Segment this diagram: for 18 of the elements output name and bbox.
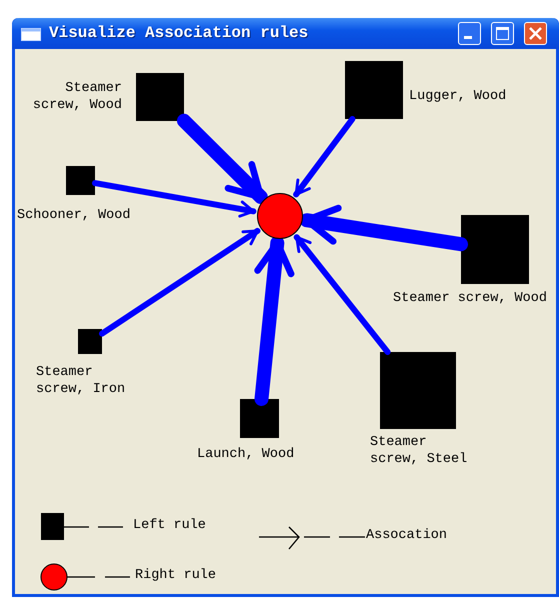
item-label: Steamer screw, Steel: [370, 434, 468, 468]
association-arrow: [177, 114, 268, 204]
association-arrow: [254, 236, 294, 406]
association-arrow: [99, 228, 260, 337]
item-label: Launch, Wood: [197, 446, 296, 463]
window-title: Visualize Association rules: [49, 24, 308, 42]
item-label: Steamer screw, Wood: [393, 290, 548, 307]
legend-label: Right rule: [135, 567, 216, 584]
legend-label: Left rule: [133, 517, 206, 534]
legend-label: Assocation: [366, 527, 448, 544]
association-arrow: [293, 116, 356, 198]
item-label: Schooner, Wood: [17, 207, 132, 224]
item-label: Steamer screw, Iron: [36, 364, 126, 398]
association-arrow: [294, 234, 391, 355]
item-label: Steamer screw, Wood: [32, 80, 122, 114]
association-arrow: [300, 204, 468, 252]
item-label: Lugger, Wood: [409, 88, 508, 105]
association-arrow: [92, 180, 256, 218]
